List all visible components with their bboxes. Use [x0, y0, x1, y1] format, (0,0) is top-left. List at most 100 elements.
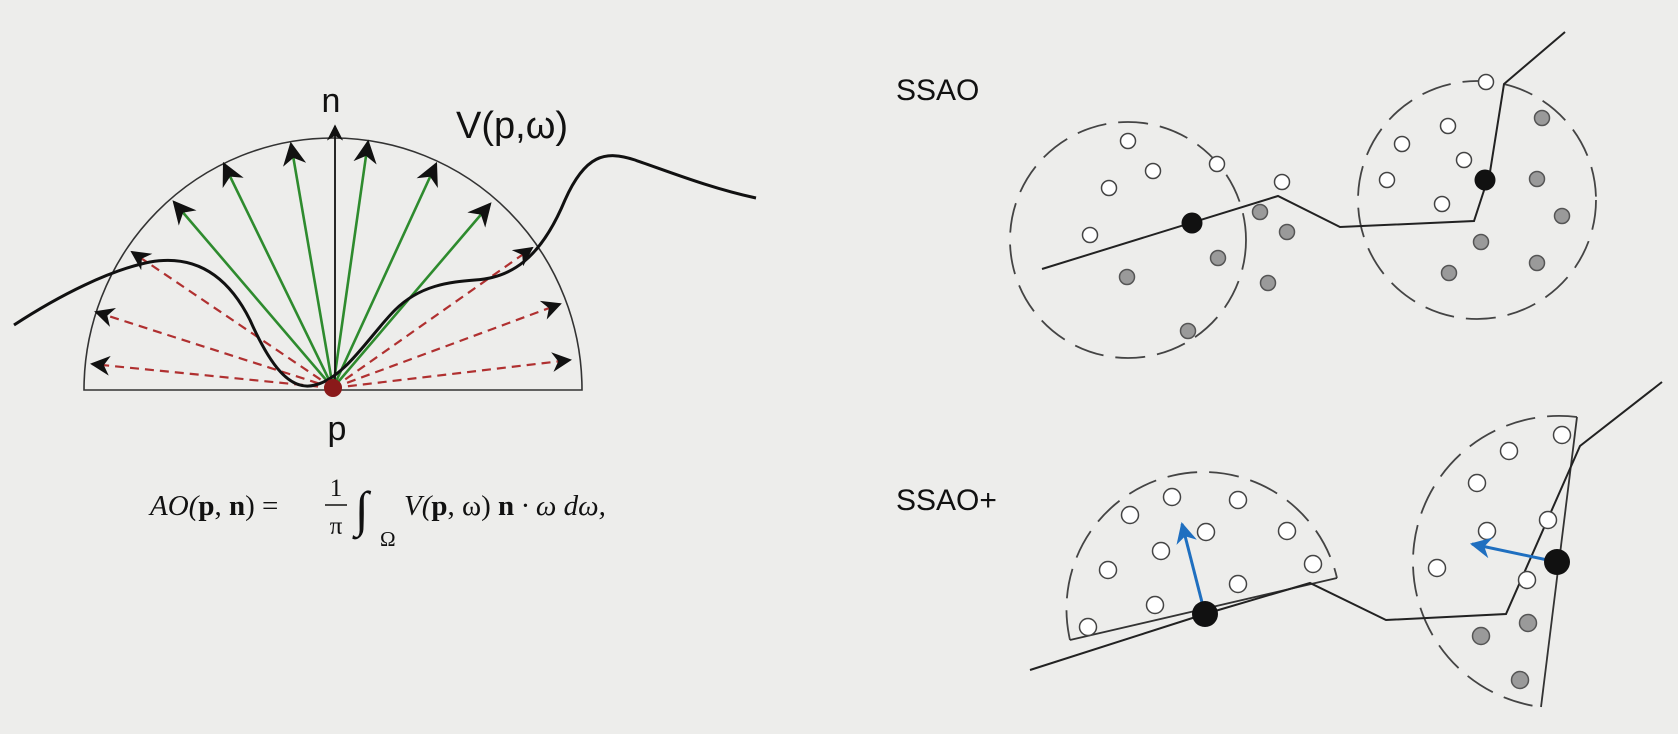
occluded-sample: [1472, 233, 1490, 251]
unoccluded-sample: [1439, 117, 1457, 135]
unoccluded-sample: [1277, 521, 1297, 541]
visibility-label: V(p,ω): [456, 105, 568, 147]
ssao-label: SSAO: [896, 74, 979, 107]
occluded-ray: [332, 246, 534, 389]
oriented-normal: [1469, 537, 1558, 564]
occluded-sample: [1209, 249, 1227, 267]
sample-sphere: [1009, 121, 1247, 359]
occluded-sample: [1518, 613, 1538, 633]
unoccluded-sample: [1228, 574, 1248, 594]
sample-hemisphere: [1065, 471, 1338, 641]
unoccluded-sample: [1455, 151, 1473, 169]
formula-v: V(: [404, 490, 434, 522]
shaded-point: [1474, 169, 1496, 191]
unoccluded-sample: [1078, 617, 1098, 637]
svg-text:AO(p, n) =: AO(p, n) =: [148, 490, 278, 522]
unoccluded-sample: [1144, 162, 1162, 180]
ssao-plus-occluded-samples: [1471, 613, 1538, 690]
occluded-sample: [1251, 203, 1269, 221]
point-label: p: [328, 410, 347, 448]
formula-frac-den: π: [330, 513, 343, 540]
unoccluded-sample: [1303, 554, 1323, 574]
unoccluded-sample: [1393, 135, 1411, 153]
unoccluded-sample: [1196, 522, 1216, 542]
formula-n2: n: [498, 490, 514, 522]
unoccluded-sample: [1273, 173, 1291, 191]
ssao-surface: [1041, 31, 1566, 270]
occluded-ray: [90, 355, 334, 390]
shaded-point: [1192, 601, 1218, 627]
normal-label: n: [322, 82, 341, 120]
occluded-ray: [94, 308, 334, 390]
formula-lhs: AO(: [148, 490, 201, 522]
unoccluded-sample: [1433, 195, 1451, 213]
formula-domain: Ω: [380, 527, 396, 551]
unoccluded-sample: [1467, 473, 1487, 493]
formula-comma: ,: [214, 490, 229, 522]
occluded-ray: [332, 300, 562, 390]
occluded-ray: [130, 250, 334, 389]
formula-tail: · ω dω,: [514, 490, 606, 522]
unoccluded-sample: [1120, 505, 1140, 525]
svg-text:V(p, ω) n · ω dω,: V(p, ω) n · ω dω,: [404, 490, 606, 522]
ssao-plus-label: SSAO+: [896, 484, 997, 517]
unoccluded-sample: [1477, 521, 1497, 541]
surface-curve: [13, 154, 757, 388]
formula-n: n: [229, 490, 245, 522]
ssao-plus-unoccluded-samples: [1078, 425, 1572, 637]
occluded-sample: [1179, 322, 1197, 340]
hemisphere-outline: [83, 137, 583, 391]
unoccluded-sample: [1081, 226, 1099, 244]
unoccluded-sample: [1145, 595, 1165, 615]
unoccluded-sample: [1098, 560, 1118, 580]
formula-p2: p: [431, 490, 447, 522]
occluded-sample: [1259, 274, 1277, 292]
formula-omega-close: , ω): [448, 490, 499, 522]
ao-formula: AO(p, n) = 1 π ∫ Ω V(p, ω) n · ω dω,: [148, 475, 606, 551]
ssao-occluded-samples: [1118, 109, 1571, 340]
occluded-sample: [1528, 254, 1546, 272]
formula-close-eq: ) =: [245, 490, 278, 522]
unoccluded-sample: [1499, 441, 1519, 461]
ssao-unoccluded-samples: [1081, 73, 1495, 244]
unoccluded-sample: [1427, 558, 1447, 578]
occluded-sample: [1440, 264, 1458, 282]
hemisphere-diagram: n V(p,ω) p: [13, 82, 757, 448]
occluded-sample: [1278, 223, 1296, 241]
occluded-rays: [90, 246, 572, 390]
unoccluded-sample: [1208, 155, 1226, 173]
sample-hemisphere: [1411, 414, 1578, 708]
unoccluded-sample: [1477, 73, 1495, 91]
occluded-sample: [1553, 207, 1571, 225]
formula-p: p: [198, 490, 214, 522]
unoccluded-sample: [1378, 171, 1396, 189]
unoccluded-sample: [1517, 570, 1537, 590]
shaded-point: [1544, 549, 1570, 575]
unoccluded-sample: [1151, 541, 1171, 561]
unoccluded-sample: [1538, 510, 1558, 530]
unoccluded-sample: [1100, 179, 1118, 197]
sample-sphere: [1357, 80, 1597, 320]
ssao-diagram-panel: SSAO: [896, 31, 1597, 359]
occluded-ray: [332, 352, 572, 390]
unoccluded-sample: [1552, 425, 1572, 445]
occluded-sample: [1528, 170, 1546, 188]
point-p-marker: [324, 379, 342, 397]
visible-ray: [331, 161, 438, 389]
unoccluded-sample: [1228, 490, 1248, 510]
occluded-sample: [1510, 670, 1530, 690]
visible-rays: [172, 139, 492, 389]
visible-ray: [222, 161, 335, 389]
visible-ray: [283, 141, 335, 389]
visible-ray: [172, 200, 334, 389]
ssao-plus-diagram-panel: SSAO+: [896, 381, 1663, 708]
visible-ray: [331, 139, 377, 389]
oriented-normal: [1176, 521, 1207, 615]
unoccluded-sample: [1162, 487, 1182, 507]
occluded-sample: [1471, 626, 1491, 646]
occluded-sample: [1533, 109, 1551, 127]
shaded-point: [1181, 212, 1203, 234]
formula-frac-num: 1: [330, 475, 343, 502]
integral-sign: ∫: [352, 481, 372, 540]
